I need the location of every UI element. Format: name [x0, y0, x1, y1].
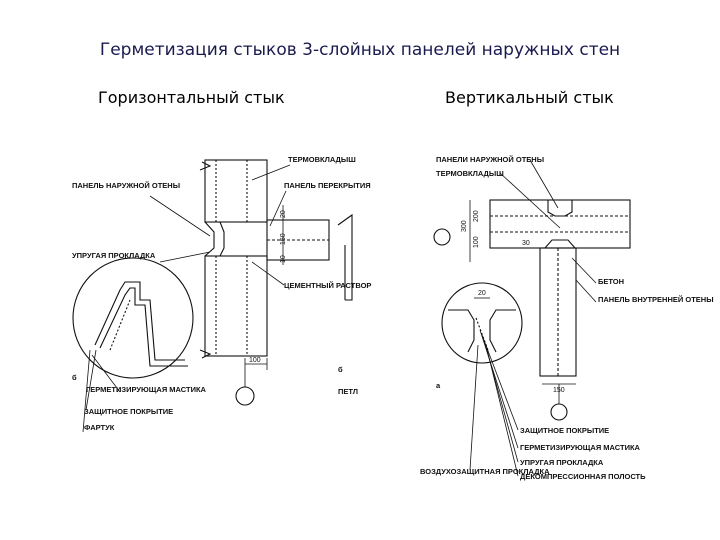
mark-trunc: ПЕТЛ — [338, 387, 358, 396]
label-thermal-insert-right: ТЕРМОВКЛАДЫШ — [436, 169, 504, 178]
lower-wall-panel — [204, 255, 268, 357]
label-apron: ФАРТУК — [84, 423, 115, 432]
mark-a-right: а — [436, 381, 441, 390]
dim-300-right: 300 — [461, 220, 468, 232]
label-concrete: БЕТОН — [598, 277, 624, 286]
inner-panel-column — [539, 247, 577, 377]
detail-circle-left — [72, 257, 194, 379]
left-heading: Горизонтальный стык — [98, 88, 285, 107]
dim-150-left: 150 — [280, 233, 287, 245]
label-cement-mortar: ЦЕМЕНТНЫЙ РАСТВОР — [284, 281, 371, 290]
label-protective-coating-right: ЗАЩИТНОЕ ПОКРЫТИЕ — [520, 426, 609, 435]
dim-30-right: 30 — [522, 240, 530, 247]
dim-100-right: 100 — [473, 236, 480, 248]
label-protective-coating-left: ЗАЩИТНОЕ ПОКРЫТИЕ — [84, 407, 173, 416]
label-decompression-cavity: ДЕКОМПРЕССИОННАЯ ПОЛОСТЬ — [520, 472, 646, 481]
callout-circle-right-top — [433, 228, 451, 246]
mark-b: б — [72, 373, 77, 382]
page-title: Герметизация стыков 3-слойных панелей на… — [99, 40, 621, 60]
outer-panels-band — [489, 199, 631, 249]
dim-100-left: 100 — [249, 357, 261, 364]
dim-10-left: 10 — [280, 255, 287, 263]
detail-circle-right — [441, 282, 523, 364]
joint-profile — [204, 221, 215, 257]
label-sealing-mastic-right: ГЕРМЕТИЗИРУЮЩАЯ МАСТИКА — [520, 443, 641, 452]
upper-wall-panel — [204, 159, 268, 223]
label-thermal-insert-left: ТЕРМОВКЛАДЫШ — [288, 155, 356, 164]
label-elastic-gasket-left: УПРУГАЯ ПРОКЛАДКА — [72, 251, 156, 260]
joint-key — [547, 200, 573, 217]
label-floor-panel: ПАНЕЛЬ ПЕРЕКРЫТИЯ — [284, 181, 371, 190]
dim-150-right: 150 — [553, 387, 565, 394]
right-heading: Вертикальный стык — [445, 88, 614, 107]
mark-b-side: б — [338, 365, 343, 374]
dim-200-right: 200 — [473, 210, 480, 222]
callout-circle-b — [235, 386, 255, 406]
vertical-joint-diagram — [433, 159, 631, 477]
label-elastic-gasket-right: УПРУГАЯ ПРОКЛАДКА — [520, 458, 604, 467]
label-sealing-mastic-left: ГЕРМЕТИЗИРУЮЩАЯ МАСТИКА — [86, 385, 207, 394]
dim-20-left: 20 — [280, 210, 287, 218]
label-inner-panel: ПАНЕЛЬ ВНУТРЕННЕЙ ОТЕНЫ — [598, 295, 714, 304]
label-wall-panel: ПАНЕЛЬ НАРУЖНОЙ ОТЕНЫ — [72, 181, 180, 190]
label-outer-panels: ПАНЕЛИ НАРУЖНОЙ ОТЕНЫ — [436, 155, 544, 164]
label-air-barrier: ВОЗДУХОЗАЩИТНАЯ ПРОКЛАДКА — [420, 467, 550, 476]
horizontal-joint-diagram — [72, 159, 353, 433]
dim-20-right: 20 — [478, 290, 486, 297]
callout-circle-right-bottom — [550, 403, 568, 421]
